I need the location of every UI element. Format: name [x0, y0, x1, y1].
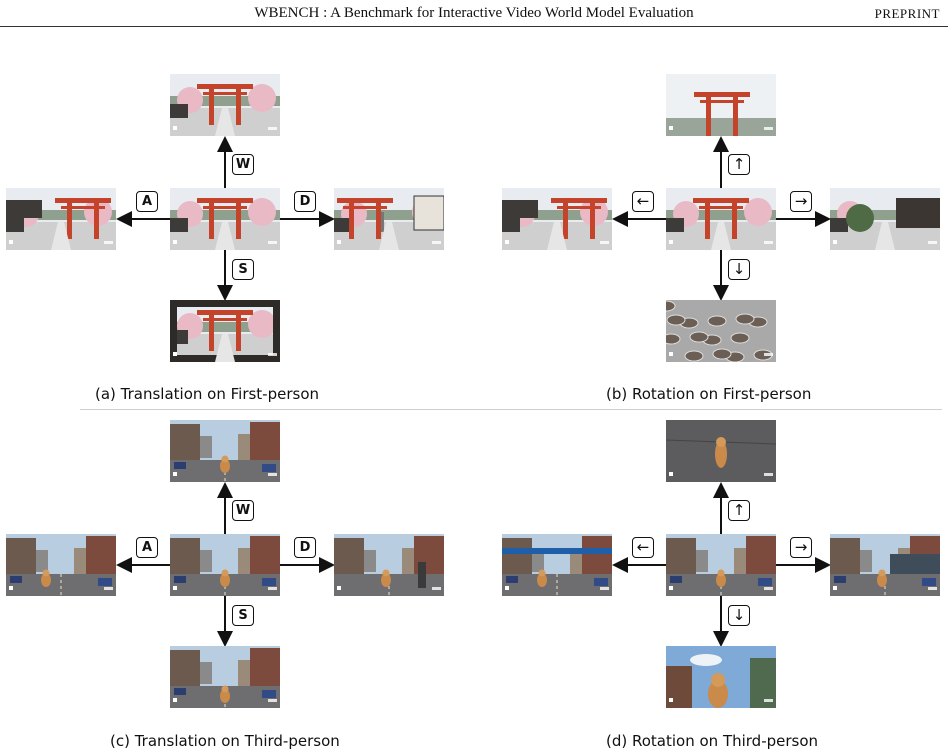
key-left: ← [632, 537, 654, 558]
frame-up [666, 74, 776, 136]
frame-up [170, 74, 280, 136]
frame-right [334, 534, 444, 596]
frame-left [502, 188, 612, 250]
panel-caption-b: (b) Rotation on First-person [606, 385, 811, 403]
frame-center [170, 188, 280, 250]
key-left: ← [632, 191, 654, 212]
frame-left [6, 188, 116, 250]
frame-up [170, 420, 280, 482]
key-right: → [790, 191, 812, 212]
key-up: ↑ [728, 154, 750, 175]
figure-panel-b: ↑ ← → ↓ [502, 74, 942, 374]
preprint-tag: PREPRINT [875, 6, 940, 22]
panel-caption-a: (a) Translation on First-person [95, 385, 319, 403]
key-right: D [294, 537, 316, 558]
frame-center [666, 188, 776, 250]
panel-divider [80, 409, 942, 410]
figure-panel-d: ↑ ← → ↓ [502, 420, 942, 720]
key-down: S [232, 259, 254, 280]
frame-down [666, 646, 776, 708]
frame-right [334, 188, 444, 250]
frame-right [830, 534, 940, 596]
frame-left [6, 534, 116, 596]
key-right: → [790, 537, 812, 558]
key-up: W [232, 154, 254, 175]
figure-panel-c: W A D S [6, 420, 446, 720]
panel-caption-c: (c) Translation on Third-person [110, 732, 340, 750]
frame-right [830, 188, 940, 250]
key-right: D [294, 191, 316, 212]
frame-down [170, 646, 280, 708]
page-header: WBENCH : A Benchmark for Interactive Vid… [0, 0, 948, 27]
key-down: S [232, 605, 254, 626]
frame-left [502, 534, 612, 596]
frame-center [170, 534, 280, 596]
figure-panel-a: W A D S [6, 74, 446, 374]
key-left: A [136, 537, 158, 558]
frame-up [666, 420, 776, 482]
key-down: ↓ [728, 259, 750, 280]
key-down: ↓ [728, 605, 750, 626]
frame-center [666, 534, 776, 596]
panel-caption-d: (d) Rotation on Third-person [606, 732, 818, 750]
frame-down [170, 300, 280, 362]
key-up: W [232, 500, 254, 521]
frame-down [666, 300, 776, 362]
key-up: ↑ [728, 500, 750, 521]
key-left: A [136, 191, 158, 212]
paper-title: WBENCH : A Benchmark for Interactive Vid… [0, 5, 948, 22]
